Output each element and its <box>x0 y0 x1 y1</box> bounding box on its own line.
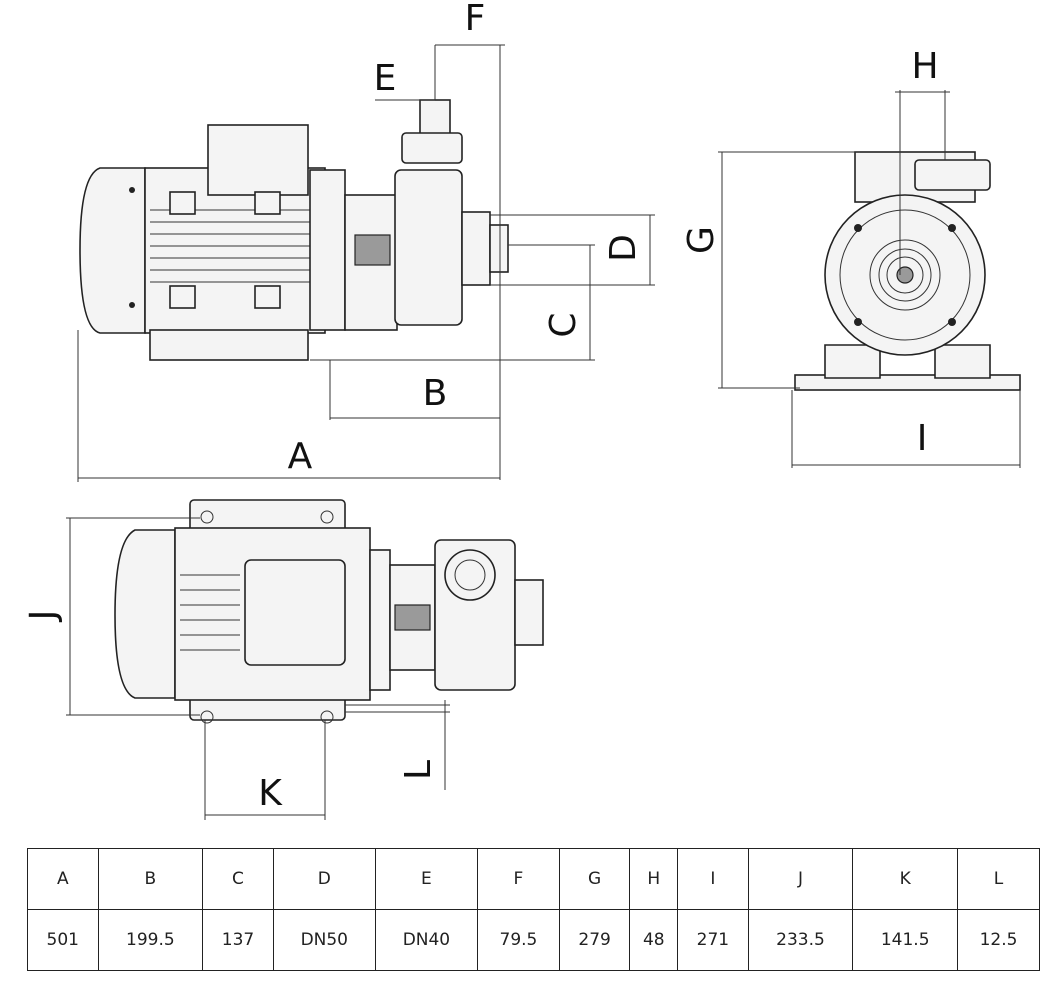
dim-label-b: B <box>423 373 448 414</box>
table-header-row: A B C D E F G H I J K L <box>27 848 1040 910</box>
table-value-cell: 233.5 <box>747 909 854 971</box>
dim-label-l: L <box>398 760 439 780</box>
table-header-cell: D <box>272 848 376 910</box>
table-value-cell: DN50 <box>272 909 376 971</box>
table-value-cell: 48 <box>629 909 679 971</box>
front-view-dimensions <box>718 90 1021 468</box>
side-view <box>79 99 509 361</box>
dim-label-j: J <box>23 610 64 623</box>
front-view <box>794 151 1021 391</box>
table-header-cell: B <box>97 848 204 910</box>
table-value-cell: 279 <box>558 909 631 971</box>
table-value-cell: 199.5 <box>97 909 204 971</box>
table-value-cell: 271 <box>677 909 749 971</box>
table-value-cell: 12.5 <box>957 909 1040 971</box>
table-header-cell: C <box>202 848 274 910</box>
table-header-cell: H <box>629 848 679 910</box>
dim-label-e: E <box>374 58 397 99</box>
table-header-cell: L <box>957 848 1040 910</box>
side-view-dimensions <box>77 44 655 482</box>
table-header-cell: G <box>558 848 631 910</box>
table-header-cell: E <box>374 848 478 910</box>
dim-label-i: I <box>917 418 928 459</box>
table-value-cell: 501 <box>27 909 99 971</box>
dim-label-c: C <box>543 312 584 337</box>
table-header-cell: F <box>476 848 560 910</box>
table-header-cell: J <box>747 848 854 910</box>
dim-label-d: D <box>603 234 644 262</box>
table-header-cell: I <box>677 848 749 910</box>
table-value-cell: 141.5 <box>852 909 959 971</box>
top-view <box>114 499 544 724</box>
dim-label-h: H <box>911 46 938 87</box>
table-values-row: 501 199.5 137 DN50 DN40 79.5 279 48 271 … <box>27 909 1040 971</box>
table-header-cell: K <box>852 848 959 910</box>
dim-label-g: G <box>681 226 722 254</box>
top-view-dimensions <box>66 517 450 820</box>
dim-label-k: K <box>258 773 283 814</box>
dimension-table: A B C D E F G H I J K L 501 199.5 137 DN… <box>27 848 1040 971</box>
table-value-cell: DN40 <box>374 909 478 971</box>
table-value-cell: 137 <box>202 909 274 971</box>
pump-dimension-drawing: F E D C B A H G I <box>23 0 1021 820</box>
table-value-cell: 79.5 <box>476 909 560 971</box>
table-header-cell: A <box>27 848 99 910</box>
dim-label-a: A <box>288 436 313 477</box>
dim-label-f: F <box>465 0 486 39</box>
